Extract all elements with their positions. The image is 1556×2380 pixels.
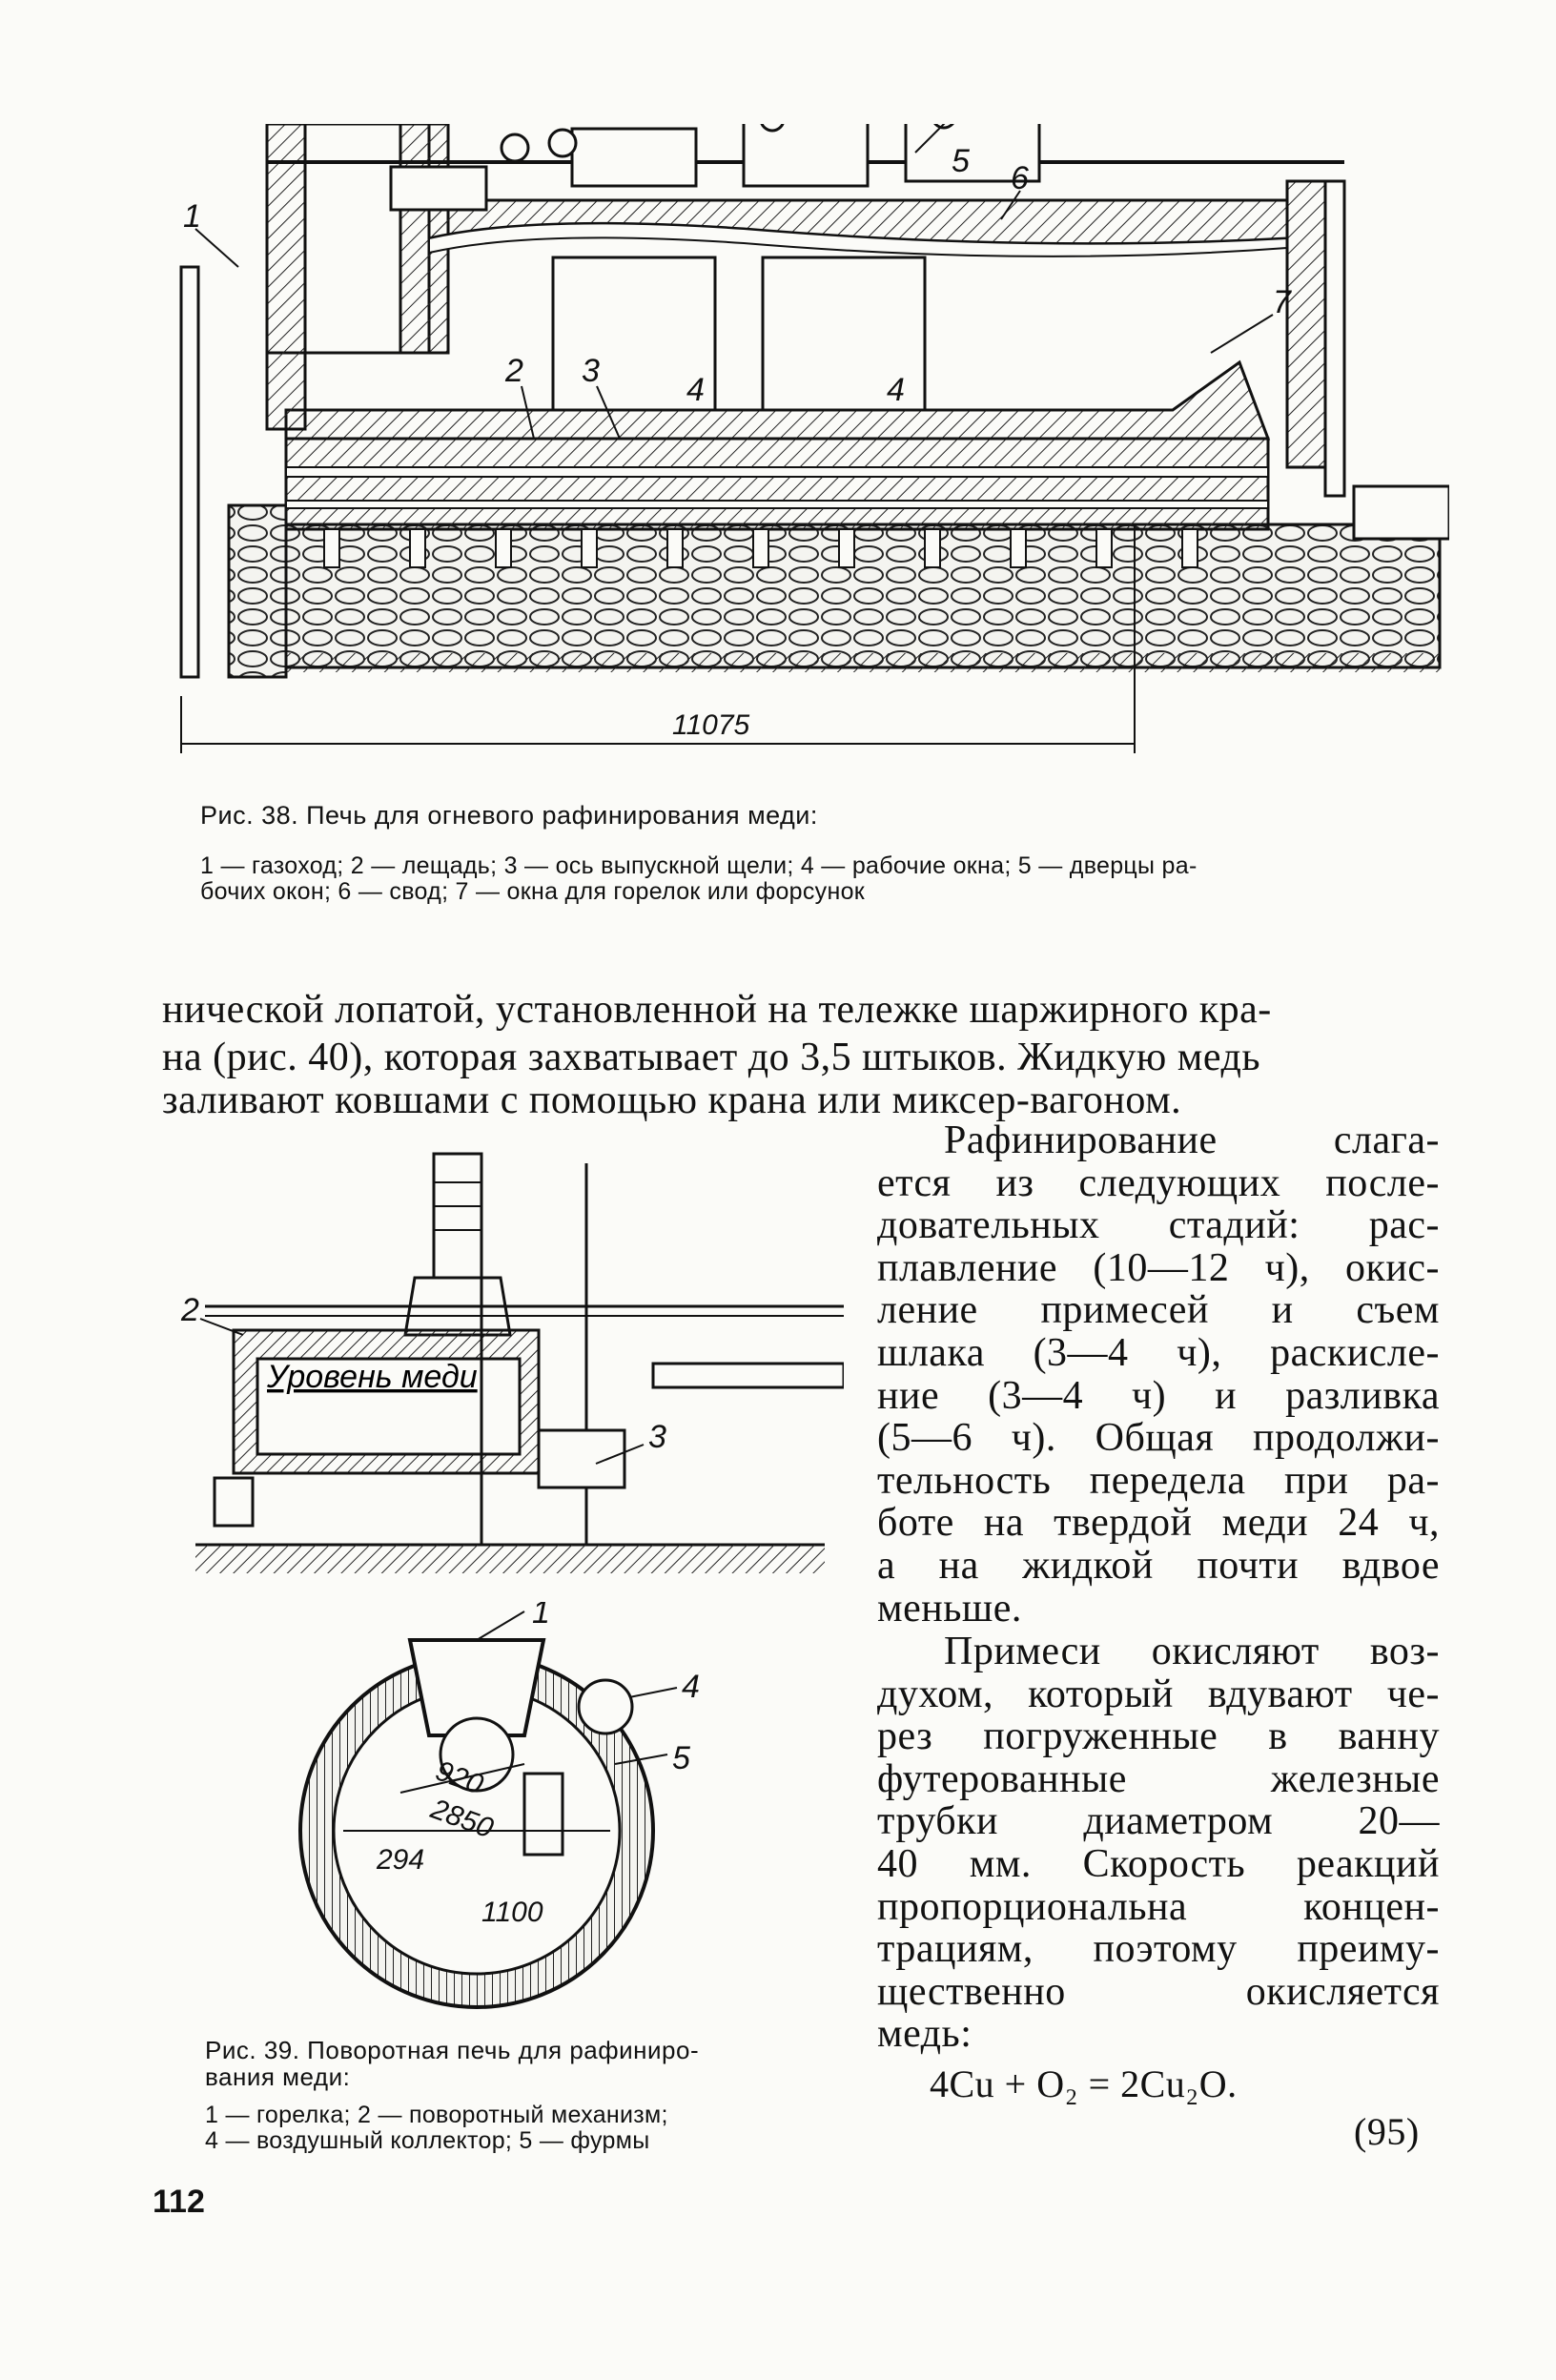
fig38-label-7: 7 [1273, 284, 1292, 320]
fig38-dim-length: 11075 [672, 709, 750, 741]
fig39-caption-title-1: Рис. 39. Поворотная печь для рафиниро- [205, 2036, 700, 2064]
paragraph-line: медь: [877, 2012, 972, 2057]
fig38-label-4b: 4 [887, 372, 905, 408]
working-windows [551, 256, 927, 412]
fig39-label-2: 2 [180, 1292, 199, 1328]
fig39-caption-title-2: вания меди: [205, 2062, 351, 2091]
fig39-label-3: 3 [648, 1419, 666, 1455]
fig39-dim-294: 294 [376, 1844, 424, 1876]
equation: 4Cu + O₂ = 2Cu₂O. [930, 2062, 1238, 2105]
paragraph-line: меньше. [877, 1586, 1022, 1631]
paragraph-line: на (рис. 40), которая захватывает до 3,5… [162, 1036, 1260, 1079]
figure-39-cross-section: 920 2850 294 1100 1 4 5 [286, 1602, 744, 2012]
hearth [284, 437, 1270, 531]
fig39-caption-line2: 4 — воздушный коллектор; 5 — фурмы [205, 2127, 650, 2154]
figure-38-furnace-drawing: 1 2 3 4 4 5 6 7 11075 1000 1250 [172, 124, 1449, 753]
fig38-caption-line1: 1 — газоход; 2 — лещадь; 3 — ось выпускн… [200, 852, 1198, 879]
fig38-label-3: 3 [582, 353, 600, 389]
figure-39-side-view: Уровень меди 2 3 [176, 1144, 844, 1583]
fig38-label-4a: 4 [686, 372, 705, 408]
fig39-dim-1100: 1100 [481, 1897, 543, 1928]
fig38-label-1: 1 [183, 198, 201, 235]
paragraph-line: нической лопатой, установленной на тележ… [162, 988, 1272, 1032]
fig39-label-4: 4 [682, 1669, 700, 1705]
fig38-label-2: 2 [504, 353, 523, 389]
fig38-caption-line2: бочих окон; 6 — свод; 7 — окна для горел… [200, 878, 866, 905]
fig39-caption-line1: 1 — горелка; 2 — поворотный механизм; [205, 2102, 668, 2128]
fig38-label-6: 6 [1011, 160, 1029, 196]
fig38-caption-title: Рис. 38. Печь для огневого рафинирования… [200, 801, 818, 830]
paragraph-line: заливают ковшами с помощью крана или мик… [162, 1078, 1182, 1122]
fig39-label-1: 1 [532, 1602, 550, 1631]
page-number: 112 [153, 2184, 205, 2220]
foundation [227, 523, 1442, 669]
fig38-label-5-top: 5 [952, 143, 970, 179]
fig39-label-5: 5 [672, 1740, 690, 1776]
fig39-level-label: Уровень меди [266, 1359, 478, 1395]
equation-number: (95) [1354, 2110, 1420, 2153]
